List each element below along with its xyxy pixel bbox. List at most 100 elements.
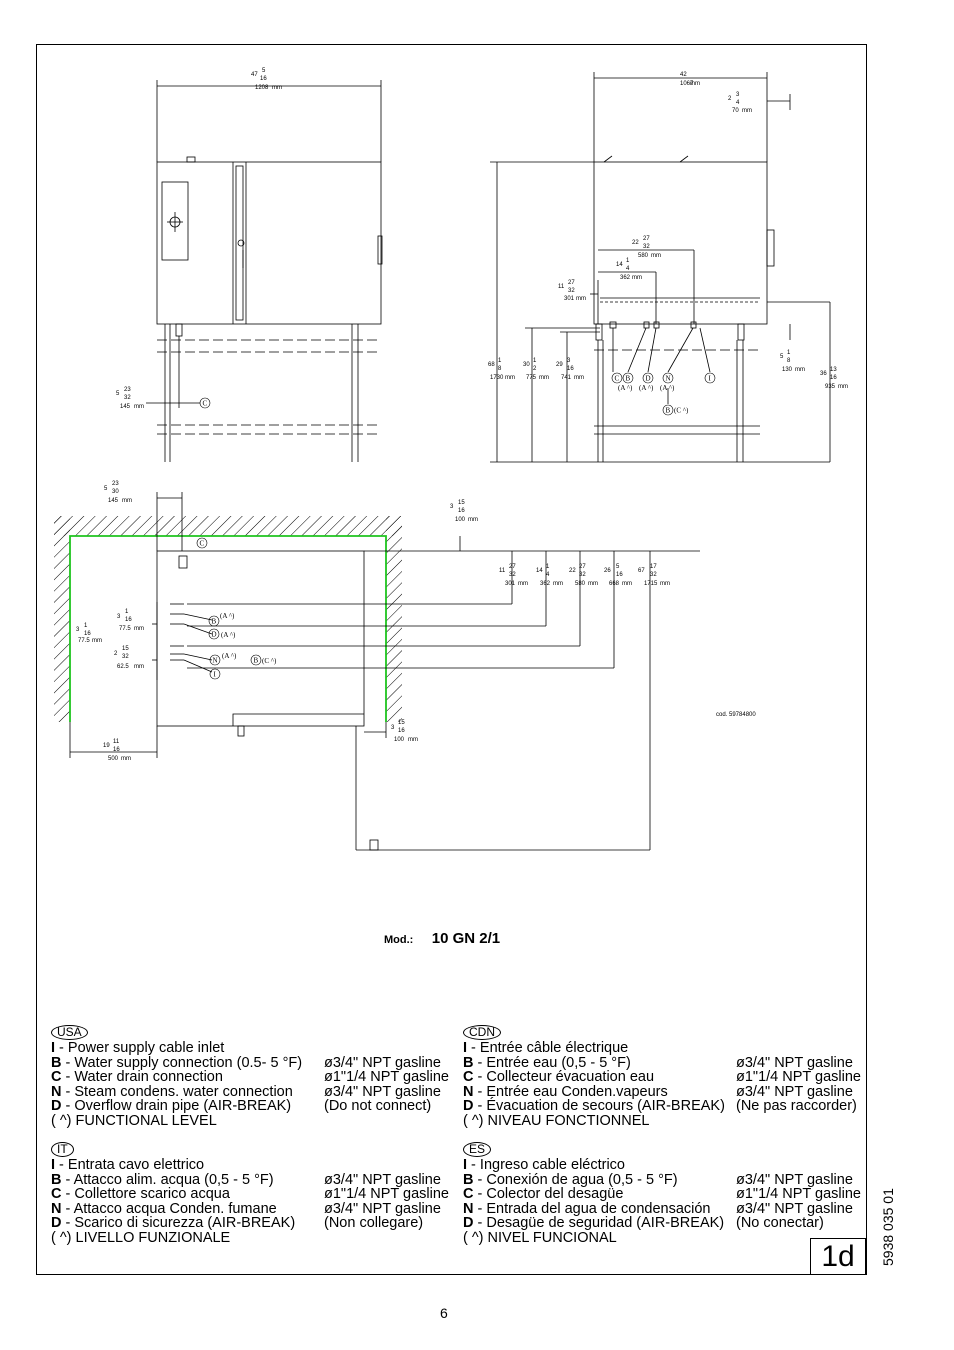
svg-text:(A ^): (A ^) bbox=[618, 384, 633, 392]
svg-text:42: 42 bbox=[680, 72, 687, 78]
legend-spec: ø3/4" NPT gasline bbox=[736, 1083, 853, 1100]
legend-spec: ø1"1/4 NPT gasline bbox=[736, 1186, 861, 1203]
plan-view bbox=[54, 516, 402, 722]
svg-text:32: 32 bbox=[643, 244, 650, 250]
svg-text:mm: mm bbox=[134, 664, 144, 670]
legend-text: - Steam condens. water connection bbox=[61, 1083, 293, 1100]
legend-spec: ø1"1/4 NPT gasline bbox=[324, 1186, 449, 1203]
legend-row: D - Overflow drain pipe (AIR-BREAK)(Do n… bbox=[51, 1099, 431, 1114]
svg-text:8: 8 bbox=[787, 358, 791, 364]
svg-text:mm: mm bbox=[122, 498, 132, 504]
svg-text:8: 8 bbox=[498, 366, 502, 372]
legend-text: ( ^) FUNCTIONAL LEVEL bbox=[51, 1112, 217, 1129]
model-value: 10 GN 2/1 bbox=[431, 930, 501, 947]
svg-text:3: 3 bbox=[76, 627, 80, 633]
side-connection-text: C B D N I (A ^) (A ^) (A ^) B (C ^) bbox=[615, 375, 712, 415]
svg-text:1208: 1208 bbox=[255, 85, 269, 91]
svg-text:5: 5 bbox=[116, 391, 120, 397]
svg-text:5: 5 bbox=[262, 68, 266, 74]
svg-text:16: 16 bbox=[567, 366, 574, 372]
svg-text:32: 32 bbox=[122, 654, 129, 660]
legend-row: B - Attacco alim. acqua (0,5 - 5 °F)ø3/4… bbox=[51, 1171, 441, 1188]
legend-text: - Collettore scarico acqua bbox=[61, 1186, 230, 1203]
side-dims: 42 1067 mm 2 3 4 70 mm 22 27 32 580 mm 1… bbox=[488, 72, 848, 390]
legend-key: B bbox=[463, 1171, 474, 1188]
svg-text:1: 1 bbox=[125, 609, 129, 615]
legend-spec: (Non collegare) bbox=[324, 1215, 424, 1232]
legend-text: - Power supply cable inlet bbox=[55, 1040, 225, 1056]
svg-text:67: 67 bbox=[638, 568, 645, 574]
svg-text:mm: mm bbox=[505, 375, 515, 381]
plan-outline bbox=[69, 492, 700, 851]
svg-text:32: 32 bbox=[579, 572, 586, 578]
svg-text:301: 301 bbox=[564, 296, 575, 302]
conn-c-label: C bbox=[203, 400, 208, 408]
svg-text:mm: mm bbox=[795, 367, 805, 373]
page-number: 6 bbox=[440, 1305, 448, 1321]
svg-text:27: 27 bbox=[579, 564, 586, 570]
svg-text:77.5: 77.5 bbox=[119, 626, 131, 632]
svg-text:(A ^): (A ^) bbox=[221, 631, 236, 639]
legend-text: - Entrata cavo elettrico bbox=[55, 1157, 205, 1173]
svg-text:mm: mm bbox=[574, 375, 584, 381]
svg-text:3: 3 bbox=[736, 92, 740, 98]
svg-text:1: 1 bbox=[533, 358, 537, 364]
legend-row: B - Water supply connection (0.5- 5 °F)ø… bbox=[51, 1054, 441, 1071]
svg-text:mm: mm bbox=[660, 581, 670, 587]
legend-spec: ø1"1/4 NPT gasline bbox=[324, 1069, 449, 1086]
svg-text:2: 2 bbox=[533, 366, 537, 372]
legend-row: B - Entrée eau (0,5 - 5 °F)ø3/4" NPT gas… bbox=[463, 1054, 853, 1071]
svg-text:100: 100 bbox=[394, 737, 405, 743]
badge-usa: USA bbox=[51, 1025, 88, 1040]
svg-text:1067: 1067 bbox=[680, 81, 694, 87]
svg-text:145: 145 bbox=[120, 404, 131, 410]
legend-key: B bbox=[463, 1054, 474, 1071]
svg-text:mm: mm bbox=[518, 581, 528, 587]
plan-connection-text: C B (A ^) D (A ^) N (A ^) B (C ^) I bbox=[200, 540, 278, 679]
legend-text: ( ^) NIVEL FUNCIONAL bbox=[463, 1229, 617, 1246]
svg-text:1: 1 bbox=[546, 564, 550, 570]
svg-text:1: 1 bbox=[498, 358, 502, 364]
svg-text:mm: mm bbox=[539, 375, 549, 381]
svg-text:30: 30 bbox=[112, 489, 119, 495]
svg-text:16: 16 bbox=[616, 572, 623, 578]
svg-text:mm: mm bbox=[651, 253, 661, 259]
svg-text:27: 27 bbox=[643, 236, 650, 242]
side-view bbox=[490, 72, 831, 463]
svg-text:19: 19 bbox=[103, 743, 110, 749]
svg-text:1: 1 bbox=[84, 623, 88, 629]
legend-text: - Conexión de agua (0,5 - 5 °F) bbox=[473, 1171, 678, 1188]
svg-text:22: 22 bbox=[569, 568, 576, 574]
svg-text:I: I bbox=[214, 671, 217, 679]
legend-text: - Water drain connection bbox=[61, 1069, 223, 1086]
legend-key: I bbox=[463, 1157, 468, 1173]
svg-text:17: 17 bbox=[650, 564, 657, 570]
svg-text:4: 4 bbox=[546, 572, 550, 578]
legend-text: - Attacco alim. acqua (0,5 - 5 °F) bbox=[61, 1171, 274, 1188]
svg-text:D: D bbox=[212, 631, 217, 639]
legend-text: ( ^) LIVELLO FUNZIONALE bbox=[51, 1229, 231, 1246]
legend-text: - Attacco acqua Conden. fumane bbox=[61, 1200, 277, 1217]
plan-connection-labels bbox=[196, 537, 262, 680]
svg-text:15: 15 bbox=[398, 720, 405, 726]
svg-text:mm: mm bbox=[121, 756, 131, 762]
legend-row: B - Conexión de agua (0,5 - 5 °F)ø3/4" N… bbox=[463, 1171, 853, 1188]
legend-spec: (Do not connect) bbox=[324, 1098, 432, 1115]
svg-text:mm: mm bbox=[272, 85, 282, 91]
svg-text:500: 500 bbox=[108, 756, 119, 762]
legend-key: B bbox=[51, 1054, 62, 1071]
legend-key: N bbox=[51, 1200, 62, 1217]
svg-text:3: 3 bbox=[567, 358, 571, 364]
legend-spec: ø3/4" NPT gasline bbox=[324, 1083, 441, 1100]
svg-text:(A ^): (A ^) bbox=[660, 384, 675, 392]
svg-text:935: 935 bbox=[825, 384, 836, 390]
svg-text:3: 3 bbox=[117, 614, 121, 620]
